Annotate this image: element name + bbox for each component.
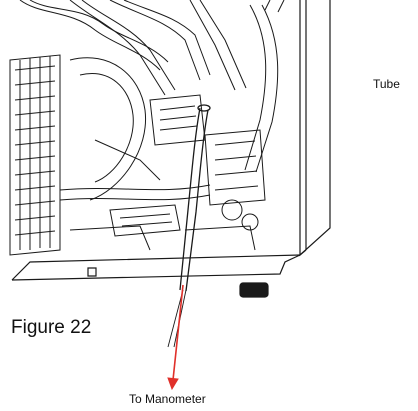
manometer-label: To Manometer (129, 392, 206, 406)
tube-label: Tube (373, 77, 400, 91)
figure-caption: Figure 22 (11, 317, 92, 338)
manometer-tube (179, 104, 211, 292)
cabinet-frame (11, 0, 331, 298)
red-arrow (167, 284, 184, 391)
internal-components (9, 0, 285, 256)
